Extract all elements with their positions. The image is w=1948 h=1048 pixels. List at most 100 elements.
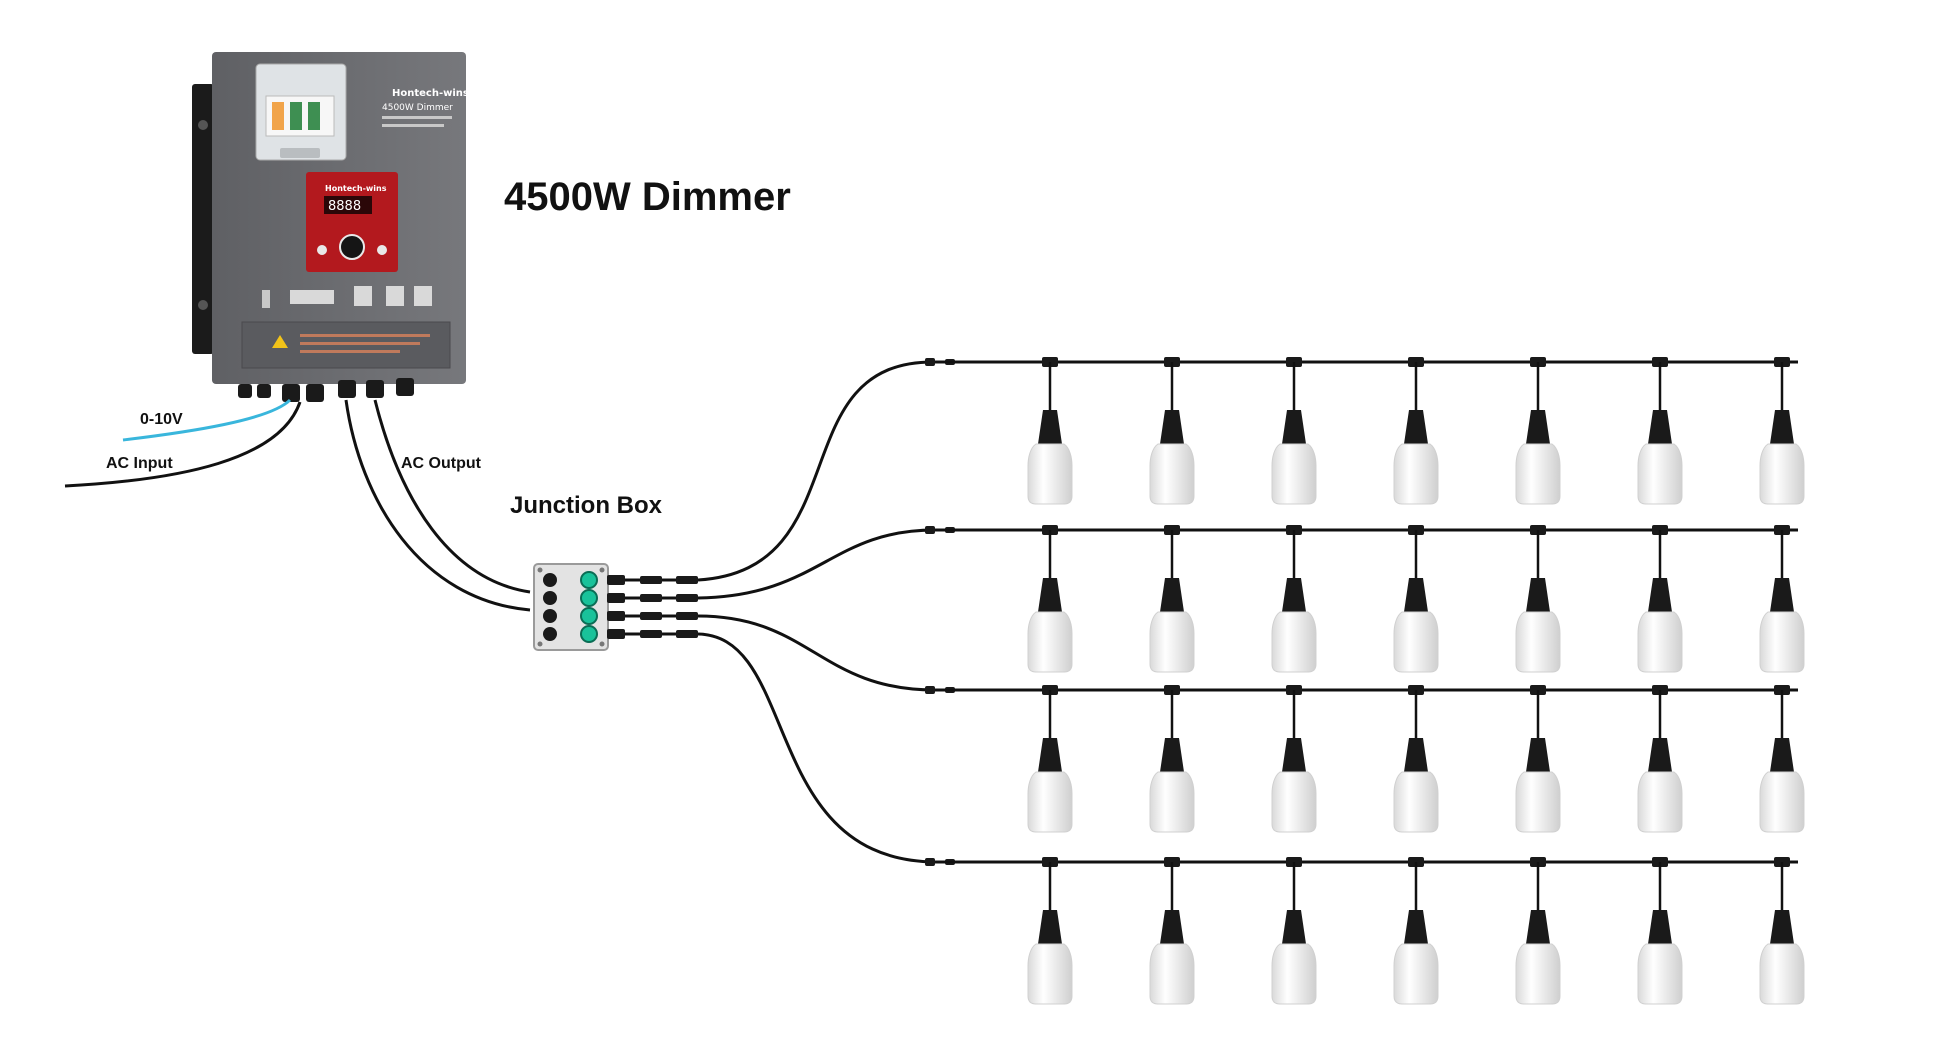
bulb-glass bbox=[1027, 611, 1073, 673]
bulb-socket bbox=[1404, 738, 1428, 772]
junction-box bbox=[533, 563, 698, 651]
bulb-glass bbox=[1637, 943, 1683, 1005]
bulb-socket bbox=[1160, 410, 1184, 444]
bulb-glass bbox=[1271, 443, 1317, 505]
light-bulb bbox=[1149, 357, 1195, 505]
bulb-socket bbox=[1770, 410, 1794, 444]
light-string-4 bbox=[925, 857, 1805, 1005]
bulb-socket bbox=[1526, 578, 1550, 612]
bulb-socket bbox=[1160, 910, 1184, 944]
string-connector bbox=[925, 686, 935, 694]
light-string-1 bbox=[925, 357, 1805, 505]
bulb-glass bbox=[1027, 943, 1073, 1005]
light-bulb bbox=[1515, 685, 1561, 833]
bulb-glass bbox=[1637, 443, 1683, 505]
bulb-glass bbox=[1271, 771, 1317, 833]
string-connector bbox=[925, 858, 935, 866]
led-display bbox=[324, 196, 372, 214]
light-bulb bbox=[1271, 357, 1317, 505]
feed-cable-string-4 bbox=[697, 632, 936, 864]
control-cable-0-10v bbox=[122, 398, 292, 442]
panel-brand: Hontech-wins bbox=[325, 184, 387, 193]
device-model: 4500W Dimmer bbox=[382, 103, 453, 113]
display-readout: 8888 bbox=[328, 199, 361, 214]
indicator-light-1 bbox=[580, 571, 598, 589]
light-string-2 bbox=[925, 525, 1805, 673]
bulb-glass bbox=[1149, 943, 1195, 1005]
light-bulb bbox=[1637, 685, 1683, 833]
mounting-bracket bbox=[192, 84, 214, 354]
bulb-socket bbox=[1160, 578, 1184, 612]
bulb-socket bbox=[1770, 738, 1794, 772]
string-connector bbox=[925, 526, 935, 534]
bulb-socket bbox=[1404, 410, 1428, 444]
bulb-socket bbox=[1404, 910, 1428, 944]
bulb-glass bbox=[1637, 611, 1683, 673]
light-bulb bbox=[1393, 357, 1439, 505]
bulb-glass bbox=[1027, 443, 1073, 505]
light-bulb bbox=[1515, 357, 1561, 505]
light-bulb bbox=[1393, 685, 1439, 833]
light-bulb bbox=[1027, 525, 1073, 673]
indicator-light-3 bbox=[580, 607, 598, 625]
light-bulb bbox=[1393, 857, 1439, 1005]
bulb-socket bbox=[1526, 910, 1550, 944]
bulb-glass bbox=[1759, 943, 1805, 1005]
bulb-glass bbox=[1759, 611, 1805, 673]
gland-knob-2 bbox=[543, 591, 557, 605]
light-bulb bbox=[1637, 857, 1683, 1005]
terminal-block bbox=[262, 290, 270, 308]
light-bulb bbox=[1027, 857, 1073, 1005]
feed-cable-string-1 bbox=[697, 360, 936, 582]
label-0-10v: 0-10V bbox=[140, 411, 183, 428]
light-bulb bbox=[1759, 525, 1805, 673]
string-connector bbox=[925, 358, 935, 366]
bulb-socket bbox=[1770, 910, 1794, 944]
light-bulb bbox=[1271, 857, 1317, 1005]
bulb-glass bbox=[1515, 443, 1561, 505]
device-brand: Hontech-wins bbox=[392, 88, 469, 99]
bulb-socket bbox=[1648, 738, 1672, 772]
light-bulb bbox=[1271, 685, 1317, 833]
light-bulb bbox=[1637, 525, 1683, 673]
bulb-glass bbox=[1393, 943, 1439, 1005]
bulb-socket bbox=[1526, 738, 1550, 772]
bulb-socket bbox=[1404, 578, 1428, 612]
bulb-glass bbox=[1515, 771, 1561, 833]
bulb-socket bbox=[1648, 910, 1672, 944]
gland-knob-3 bbox=[543, 609, 557, 623]
diagram-title: 4500W Dimmer bbox=[504, 175, 791, 219]
light-bulb bbox=[1271, 525, 1317, 673]
label-ac-output: AC Output bbox=[401, 455, 482, 472]
bulb-socket bbox=[1282, 410, 1306, 444]
bulb-socket bbox=[1648, 578, 1672, 612]
bulb-socket bbox=[1160, 738, 1184, 772]
bulb-glass bbox=[1149, 443, 1195, 505]
bulb-socket bbox=[1038, 578, 1062, 612]
ac-input-cable bbox=[64, 401, 302, 488]
bulb-glass bbox=[1759, 771, 1805, 833]
bulb-socket bbox=[1038, 738, 1062, 772]
bulb-socket bbox=[1038, 410, 1062, 444]
bulb-glass bbox=[1393, 771, 1439, 833]
feed-cable-string-2 bbox=[697, 528, 936, 600]
light-bulb bbox=[1515, 525, 1561, 673]
bulb-glass bbox=[1515, 943, 1561, 1005]
light-bulb bbox=[1027, 357, 1073, 505]
bulb-glass bbox=[1759, 443, 1805, 505]
label-junction-box: Junction Box bbox=[510, 492, 663, 519]
light-string-3 bbox=[925, 685, 1805, 833]
control-knob bbox=[339, 234, 365, 260]
light-bulb bbox=[1149, 857, 1195, 1005]
bulb-glass bbox=[1271, 611, 1317, 673]
bulb-glass bbox=[1515, 611, 1561, 673]
bulb-socket bbox=[1282, 738, 1306, 772]
gland-knob-1 bbox=[543, 573, 557, 587]
light-bulb bbox=[1759, 357, 1805, 505]
bulb-glass bbox=[1149, 611, 1195, 673]
feed-cable-string-3 bbox=[697, 614, 936, 692]
light-bulb bbox=[1759, 685, 1805, 833]
dimmer-device: Hontech-wins 4500W Dimmer Hontech-wins 8… bbox=[192, 52, 469, 402]
bulb-glass bbox=[1027, 771, 1073, 833]
